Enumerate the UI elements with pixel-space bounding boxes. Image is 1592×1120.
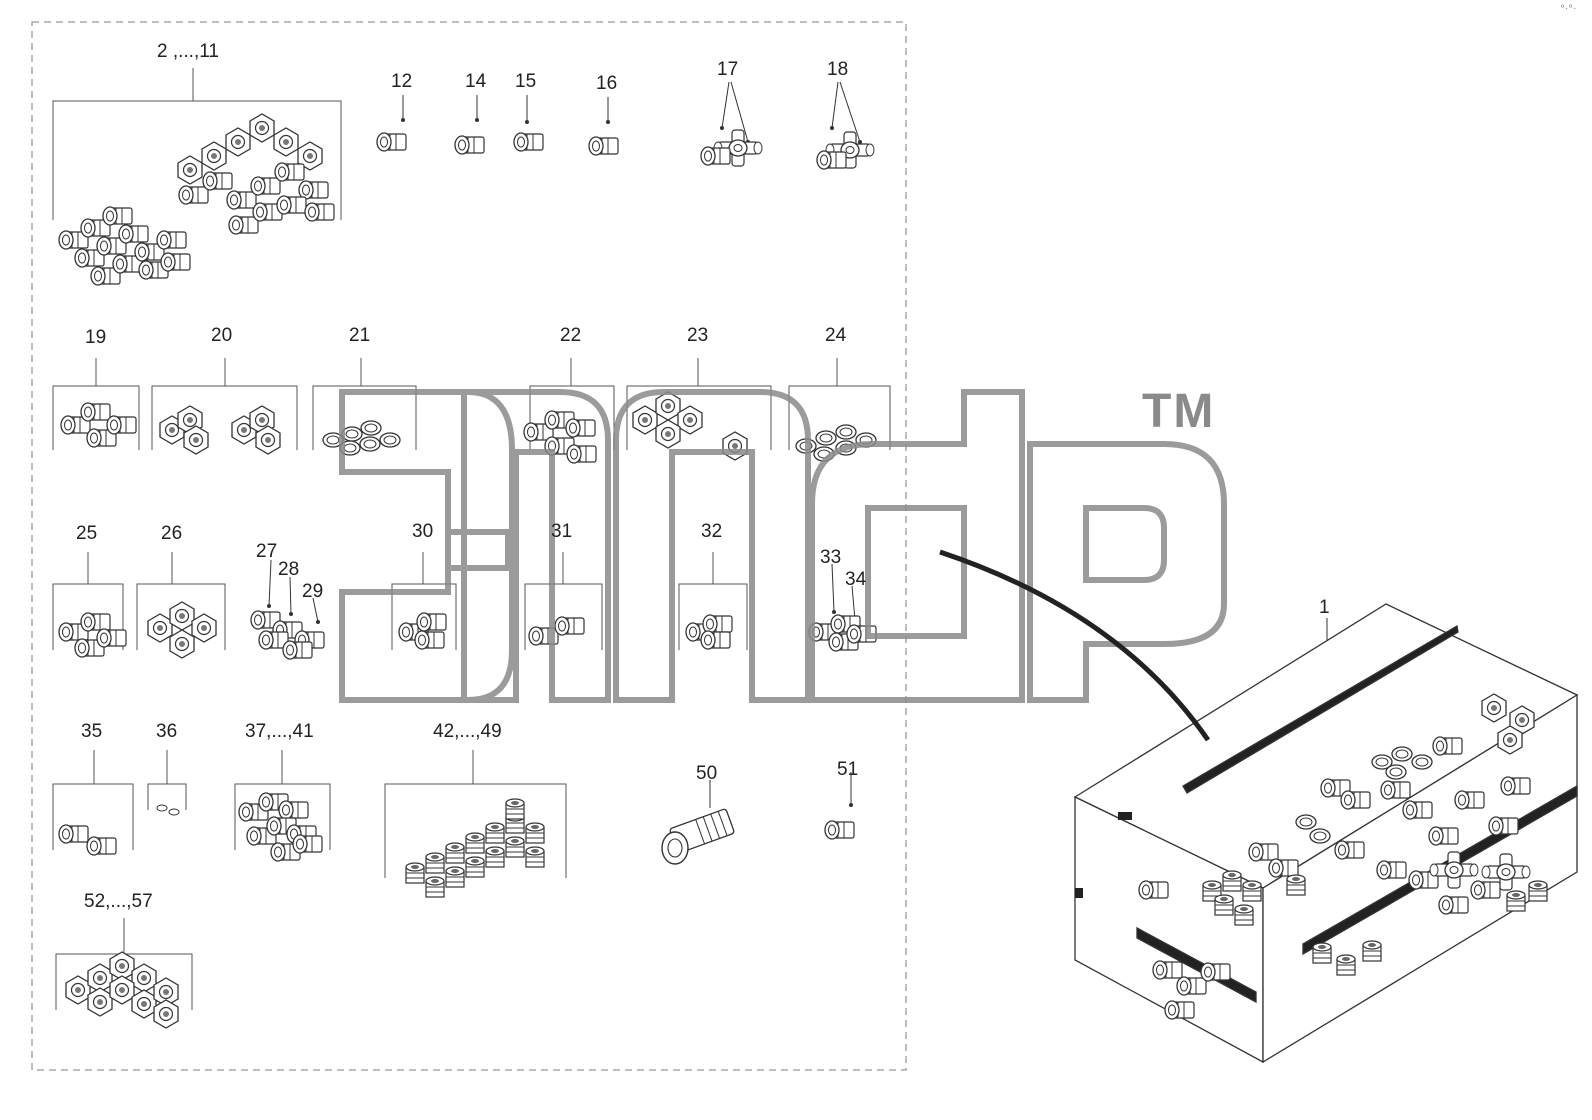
callout-p25: 25 xyxy=(76,523,98,544)
callout-p19: 19 xyxy=(85,327,107,348)
part-19-drawing xyxy=(60,402,137,448)
callout-p26: 26 xyxy=(161,523,183,544)
corner-mark: °·°· xyxy=(1560,4,1577,15)
callout-p17: 17 xyxy=(717,59,739,80)
callout-p33: 33 xyxy=(820,547,842,568)
part-42-49-drawing xyxy=(405,798,545,898)
part-52-57-drawing xyxy=(65,951,179,1029)
callout-p29: 29 xyxy=(302,581,324,602)
callout-p37-41: 37,...,41 xyxy=(245,721,314,742)
part-51-drawing xyxy=(824,820,855,840)
part-30-drawing xyxy=(398,612,447,650)
callout-p22: 22 xyxy=(560,325,582,346)
part-16-drawing xyxy=(588,136,619,156)
callout-p14: 14 xyxy=(465,71,487,92)
part-20-drawing xyxy=(159,405,281,455)
parts-2-11-drawing xyxy=(58,113,335,286)
kit-border xyxy=(31,21,907,1071)
part-15-drawing xyxy=(513,132,544,152)
part-21-drawing xyxy=(322,420,401,456)
part-31-drawing xyxy=(528,616,585,646)
part-17-drawing xyxy=(700,129,763,167)
part-12-drawing xyxy=(376,132,407,152)
callout-p18: 18 xyxy=(827,59,849,80)
part-37-41-drawing xyxy=(238,792,323,862)
callout-p35: 35 xyxy=(81,721,103,742)
callout-p20: 20 xyxy=(211,325,233,346)
part-25-drawing xyxy=(58,612,127,658)
callout-p27: 27 xyxy=(256,541,278,562)
trademark-mark: TM xyxy=(1142,385,1216,438)
callout-p21: 21 xyxy=(349,325,371,346)
callout-p42-49: 42,...,49 xyxy=(433,721,502,742)
group-brackets xyxy=(52,68,891,1010)
callout-p52-57: 52,...,57 xyxy=(84,891,153,912)
part-14-drawing xyxy=(454,135,485,155)
callout-p32: 32 xyxy=(701,521,723,542)
part-22-drawing xyxy=(523,410,597,464)
callout-p36: 36 xyxy=(156,721,178,742)
callout-p12: 12 xyxy=(391,71,413,92)
part-26-drawing xyxy=(147,601,217,659)
callout-p28: 28 xyxy=(278,559,300,580)
part-35-drawing xyxy=(58,824,117,856)
callout-p16: 16 xyxy=(596,73,618,94)
watermark-arc xyxy=(939,549,1211,742)
callout-p51: 51 xyxy=(837,759,859,780)
callout-p50: 50 xyxy=(696,763,718,784)
callout-p15: 15 xyxy=(515,71,537,92)
part-32-drawing xyxy=(685,614,733,650)
callout-p24: 24 xyxy=(825,325,847,346)
part-50-drawing xyxy=(661,808,735,865)
callout-p30: 30 xyxy=(412,521,434,542)
part-36-drawing xyxy=(156,804,180,816)
callout-p2-11: 2 ,...,11 xyxy=(157,41,219,62)
callout-p31: 31 xyxy=(551,521,573,542)
callout-p34: 34 xyxy=(845,569,867,590)
part-27-29-drawing xyxy=(250,610,325,660)
callout-p23: 23 xyxy=(687,325,709,346)
watermark-logo xyxy=(339,389,1227,703)
part-18-drawing xyxy=(816,131,875,170)
callout-p1: 1 xyxy=(1319,597,1330,618)
